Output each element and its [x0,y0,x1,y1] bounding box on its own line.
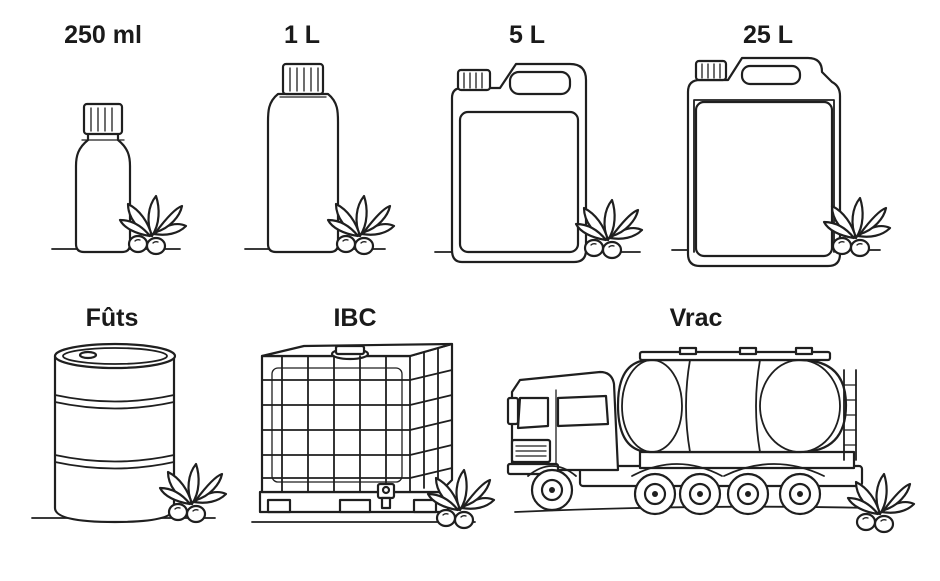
jerrycan-5l-icon [434,62,644,264]
label-25l: 25 L [742,21,794,49]
ibc-tote-icon [251,342,496,530]
olive-branch-icon [574,198,644,260]
barrel-icon [31,342,228,524]
label-250ml: 250 ml [64,21,142,49]
jerrycan-25l-icon [671,56,892,268]
olive-branch-icon [118,194,188,256]
olive-branch-icon [426,468,496,530]
label-futs: Fûts [85,304,139,332]
olive-branch-icon [846,472,916,534]
label-ibc: IBC [333,304,377,332]
label-5l: 5 L [508,21,546,49]
olive-branch-icon [822,196,892,258]
bottle-250ml-icon [51,102,188,256]
bottle-1l-icon [244,62,396,256]
olive-branch-icon [326,194,396,256]
tanker-truck-icon [506,346,916,534]
label-vrac: Vrac [669,304,723,332]
olive-branch-icon [158,462,228,524]
label-1l: 1 L [283,21,321,49]
